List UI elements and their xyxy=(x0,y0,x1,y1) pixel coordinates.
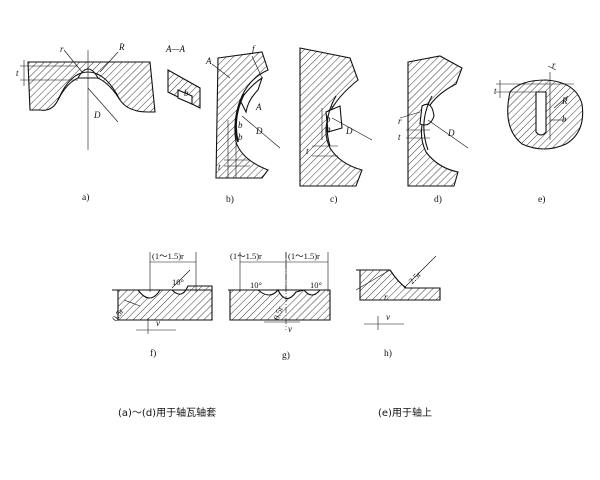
caption-g: g) xyxy=(282,350,290,361)
panel-a: r R t D a) xyxy=(16,42,156,203)
caption-d: d) xyxy=(434,194,442,205)
label-D: D xyxy=(255,126,263,136)
panel-h: 2.5r r v h) xyxy=(355,255,441,359)
label-v: v xyxy=(156,318,160,328)
label-t: t xyxy=(218,162,221,172)
label-A-top: A xyxy=(205,56,212,66)
depth: 0.5r xyxy=(271,305,285,321)
label-v: v xyxy=(288,324,292,334)
label-r: r xyxy=(398,116,402,126)
caption-a: a) xyxy=(82,192,89,203)
section-label: A—A xyxy=(165,44,186,54)
label-t: t xyxy=(306,146,309,156)
note-right: (e)用于轴上 xyxy=(378,406,432,419)
label-t: t xyxy=(494,86,497,96)
label-A-low: A xyxy=(255,102,262,112)
caption-e: e) xyxy=(538,194,545,205)
caption-c: c) xyxy=(330,194,337,205)
panel-b: A f A b b D t b) xyxy=(205,44,281,205)
label-v: v xyxy=(386,312,390,322)
diameter-line xyxy=(87,87,119,123)
label-b1: b xyxy=(326,114,331,124)
angle-right: 10° xyxy=(310,280,322,290)
angle: 10° xyxy=(172,277,184,287)
label-b2: b xyxy=(238,132,243,142)
label-f: f xyxy=(252,44,256,54)
label-r: r xyxy=(60,44,64,54)
panel-f: (1～1.5)r 10° 0.5r v f) xyxy=(110,251,213,359)
caption-h: h) xyxy=(384,348,392,359)
label-t: t xyxy=(398,132,401,142)
label-t: t xyxy=(16,68,19,78)
label-D: D xyxy=(345,126,353,136)
panel-g: (1～1.5)r (1～1.5)r 10° 10° 0.5r v g) xyxy=(228,251,331,361)
label-R: R xyxy=(118,42,125,52)
panel-e: r t R b e) xyxy=(494,60,584,205)
label-D: D xyxy=(447,128,455,138)
panel-d: r t D d) xyxy=(398,55,469,205)
label-r: r xyxy=(552,60,556,70)
dim-top: (1～1.5)r xyxy=(152,251,184,261)
caption-b: b) xyxy=(226,194,234,205)
caption-f: f) xyxy=(150,348,156,359)
label-R: R xyxy=(561,96,568,106)
panel-c: b b D t c) xyxy=(299,47,373,205)
panel-b-section: A—A b xyxy=(165,44,201,109)
note-left: (a)～(d)用于轴瓦轴套 xyxy=(118,406,216,419)
label-b1: b xyxy=(238,120,243,130)
label-b: b xyxy=(562,114,567,124)
label-r: r xyxy=(384,292,388,302)
dim-left: (1～1.5)r xyxy=(230,251,262,261)
label-D: D xyxy=(93,110,101,120)
dim-right: (1～1.5)r xyxy=(288,251,320,261)
label-b2: b xyxy=(326,124,331,134)
angle-left: 10° xyxy=(250,280,262,290)
label-b: b xyxy=(184,88,189,98)
